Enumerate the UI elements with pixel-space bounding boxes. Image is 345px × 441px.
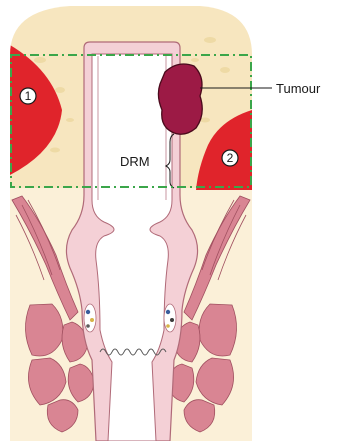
- marker-2-label: 2: [227, 151, 234, 165]
- anal-glands-right: [164, 304, 176, 332]
- tumour: [158, 64, 202, 134]
- marker-1-label: 1: [25, 89, 32, 103]
- anal-glands-left: [84, 304, 96, 332]
- drm-label: DRM: [120, 154, 150, 169]
- tumour-label: Tumour: [276, 81, 321, 96]
